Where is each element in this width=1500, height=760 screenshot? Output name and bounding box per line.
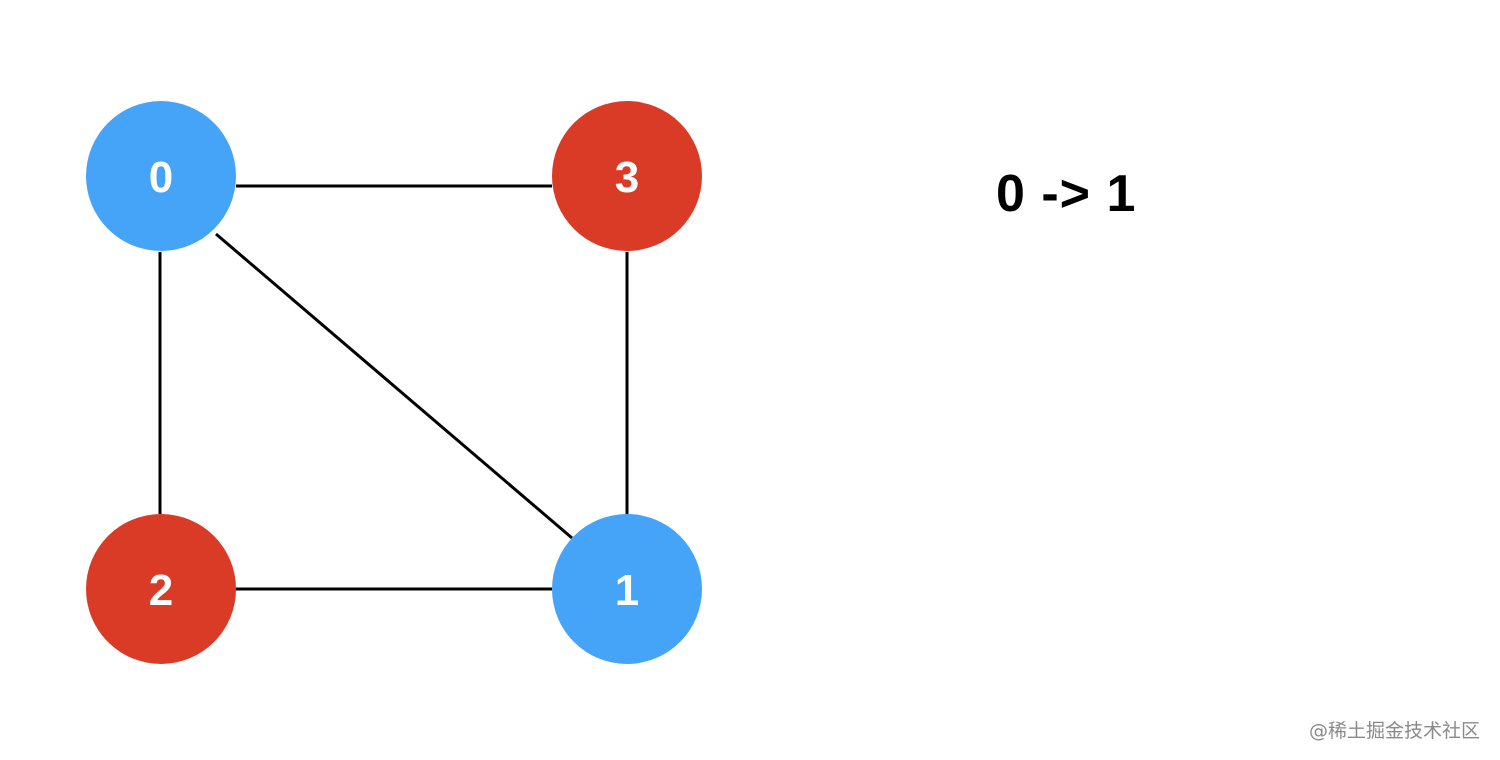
step-text: 0 -> 1 — [996, 165, 1137, 223]
node-3: 3 — [552, 101, 702, 251]
watermark: @稀土掘金技术社区 — [1308, 720, 1480, 742]
node-2: 2 — [86, 514, 236, 664]
edges-group — [158, 184, 629, 591]
edge-0-1 — [215, 232, 573, 540]
node-3-circle — [552, 101, 702, 251]
nodes-group: 0 3 2 1 — [86, 101, 702, 664]
node-1-label: 1 — [615, 566, 639, 615]
node-1-circle — [552, 514, 702, 664]
node-3-label: 3 — [615, 153, 639, 202]
node-2-circle — [86, 514, 236, 664]
node-2-label: 2 — [149, 566, 173, 615]
node-0-label: 0 — [149, 153, 173, 202]
node-0: 0 — [86, 101, 236, 251]
node-0-circle — [86, 101, 236, 251]
node-1: 1 — [552, 514, 702, 664]
